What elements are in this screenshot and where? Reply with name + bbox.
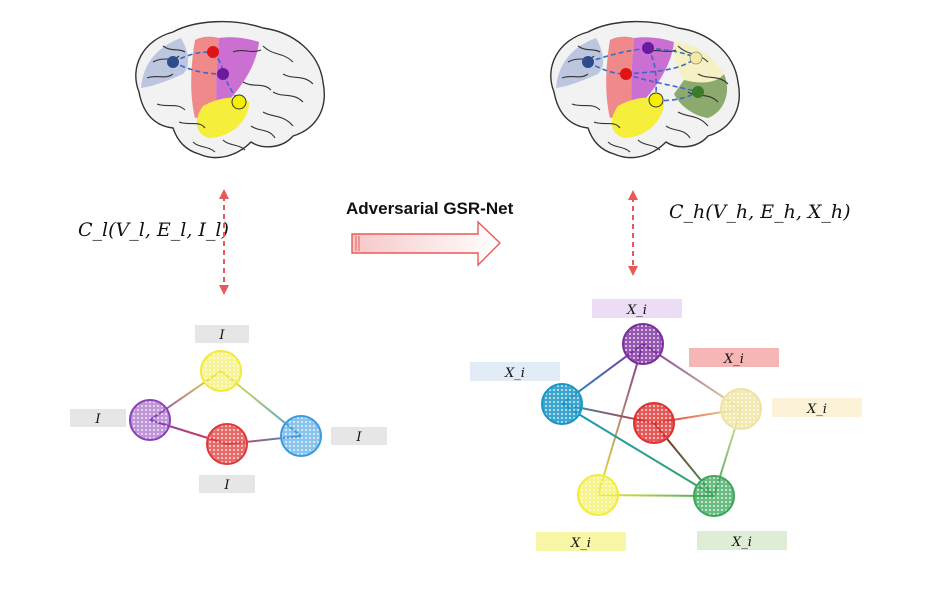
svg-text:X_i: X_i xyxy=(570,536,591,551)
node-label: I xyxy=(70,409,126,427)
low-res-graph: I I I I xyxy=(70,325,387,493)
high-res-graph: X_i X_i X_i X_i X_i X_i xyxy=(470,299,862,551)
node-label: I xyxy=(331,427,387,445)
graph-node xyxy=(720,388,762,430)
svg-text:I: I xyxy=(223,478,230,493)
graph-node xyxy=(206,423,248,465)
svg-text:X_i: X_i xyxy=(731,535,752,550)
svg-text:I: I xyxy=(218,328,225,343)
svg-text:X_i: X_i xyxy=(806,402,827,417)
svg-text:I: I xyxy=(355,430,362,445)
node-label: X_i xyxy=(536,532,626,551)
brain-low-icon xyxy=(135,20,325,159)
node-label: X_i xyxy=(772,398,862,417)
node-label: X_i xyxy=(592,299,682,318)
edge xyxy=(597,343,644,496)
brain-high-icon xyxy=(550,20,740,159)
graph-node xyxy=(622,323,664,365)
node-label: X_i xyxy=(470,362,560,381)
edge xyxy=(561,403,715,497)
big-right-arrow-icon xyxy=(351,220,502,267)
node-label: I xyxy=(199,475,255,493)
node-label: I xyxy=(195,325,249,343)
node-label: X_i xyxy=(689,348,779,367)
dashed-double-arrow-left-icon xyxy=(219,189,229,295)
svg-text:I: I xyxy=(94,412,101,427)
graph-node xyxy=(129,399,171,441)
low-res-formula: C_l(V_l, E_l, I_l) xyxy=(78,219,229,241)
method-title: Adversarial GSR-Net xyxy=(346,199,514,218)
dashed-double-arrow-right-icon xyxy=(628,190,638,276)
node-label: X_i xyxy=(697,531,787,550)
svg-text:X_i: X_i xyxy=(626,303,647,318)
svg-text:X_i: X_i xyxy=(504,366,525,381)
graph-node xyxy=(693,475,735,517)
graph-node xyxy=(280,415,322,457)
svg-text:X_i: X_i xyxy=(723,352,744,367)
graph-node xyxy=(200,350,242,392)
graph-node xyxy=(577,474,619,516)
graph-node xyxy=(633,402,675,444)
high-res-formula: C_h(V_h, E_h, X_h) xyxy=(669,201,851,223)
graph-node xyxy=(541,383,583,425)
